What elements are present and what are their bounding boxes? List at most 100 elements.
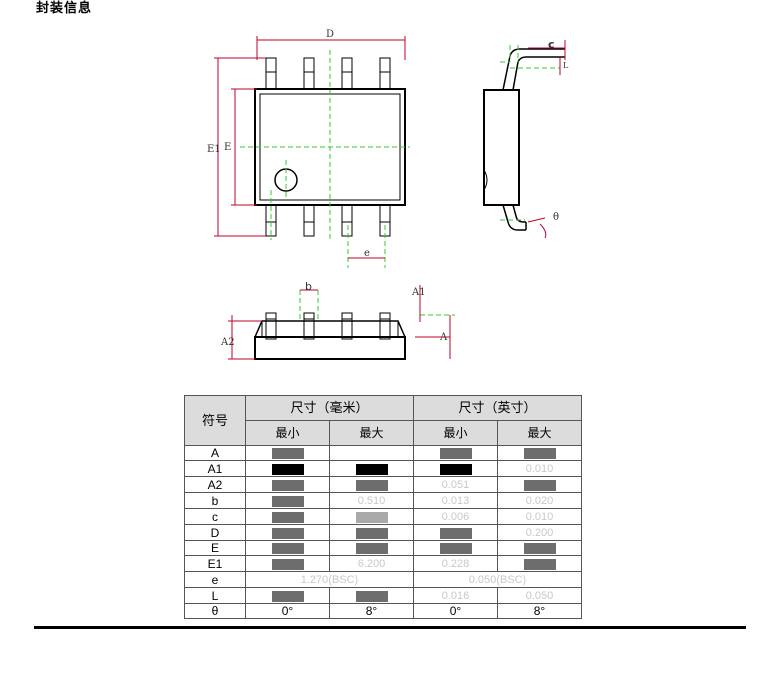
redacted-value xyxy=(355,527,388,539)
value-text: 8° xyxy=(533,604,546,618)
table-row: D 0.200 xyxy=(184,524,582,541)
value-cell xyxy=(245,555,330,572)
value-text: 0.051 xyxy=(441,479,470,491)
value-cell xyxy=(329,445,414,461)
symbol-cell: E xyxy=(184,540,246,556)
symbol-cell: L xyxy=(184,587,246,604)
value-text: 0.200 xyxy=(525,527,554,539)
value-text: 0.016 xyxy=(441,590,470,602)
value-cell: 0° xyxy=(245,603,330,619)
dim-L: L xyxy=(563,61,569,70)
value-cell xyxy=(245,524,330,541)
value-cell: 1.270(BSC) xyxy=(245,571,414,588)
symbol-cell: D xyxy=(184,524,246,541)
value-cell xyxy=(245,508,330,525)
table-row: E xyxy=(184,540,582,556)
value-cell: 6.200 xyxy=(329,555,414,572)
symbol-cell: e xyxy=(184,571,246,588)
value-cell xyxy=(497,540,582,556)
dim-b: b xyxy=(305,280,312,293)
dim-e: e xyxy=(364,248,370,259)
redacted-value xyxy=(523,479,556,491)
value-text: 8° xyxy=(365,604,378,618)
value-cell: 8° xyxy=(329,603,414,619)
value-cell xyxy=(329,540,414,556)
value-text: 0.020 xyxy=(525,495,554,507)
table-row: L 0.016 0.050 xyxy=(184,587,582,604)
value-cell xyxy=(497,555,582,572)
value-text: 0.050 xyxy=(525,590,554,602)
table-row: A xyxy=(184,445,582,461)
value-text: 6.200 xyxy=(357,558,386,570)
symbol-cell: A2 xyxy=(184,476,246,493)
table-row: A1 0.010 xyxy=(184,460,582,477)
dim-c: c xyxy=(548,38,555,51)
redacted-value xyxy=(439,543,472,555)
redacted-value xyxy=(355,479,388,491)
divider xyxy=(34,626,746,629)
redacted-value xyxy=(355,590,388,602)
value-cell xyxy=(329,524,414,541)
side-view-body xyxy=(483,89,520,206)
redacted-value xyxy=(271,558,304,570)
dim-theta: θ xyxy=(553,212,559,223)
value-cell: 0.510 xyxy=(329,492,414,509)
redacted-value xyxy=(355,543,388,555)
value-cell xyxy=(329,460,414,477)
value-cell xyxy=(413,524,498,541)
value-cell xyxy=(245,587,330,604)
value-cell xyxy=(497,476,582,493)
value-cell: 0.016 xyxy=(413,587,498,604)
value-cell: 0.020 xyxy=(497,492,582,509)
value-cell xyxy=(413,540,498,556)
value-cell xyxy=(245,476,330,493)
value-cell xyxy=(413,460,498,477)
value-cell: 0° xyxy=(413,603,498,619)
value-cell: 0.006 xyxy=(413,508,498,525)
value-text: 0.010 xyxy=(525,511,554,523)
value-cell: 0.051 xyxy=(413,476,498,493)
dim-A2: A2 xyxy=(220,337,235,348)
value-cell xyxy=(329,476,414,493)
symbol-cell: A1 xyxy=(184,460,246,477)
value-cell xyxy=(413,445,498,461)
mm-min-header: 最小 xyxy=(245,420,330,446)
value-text: 0.006 xyxy=(441,511,470,523)
value-text: 0.010 xyxy=(525,463,554,475)
value-cell xyxy=(329,508,414,525)
dim-A: A xyxy=(439,332,448,343)
value-cell: 0.010 xyxy=(497,508,582,525)
value-text: 0.013 xyxy=(441,495,470,507)
value-text: 0° xyxy=(449,604,462,618)
value-cell: 0.050 xyxy=(497,587,582,604)
table-row: b 0.510 0.013 0.020 xyxy=(184,492,582,509)
redacted-value xyxy=(271,527,304,539)
redacted-value xyxy=(271,543,304,555)
table-row: A2 0.051 xyxy=(184,476,582,493)
value-cell xyxy=(245,460,330,477)
symbol-cell: c xyxy=(184,508,246,525)
inch-header: 尺寸（英寸） xyxy=(413,395,582,421)
value-cell: 0.200 xyxy=(497,524,582,541)
value-cell xyxy=(329,587,414,604)
redacted-value xyxy=(355,463,388,475)
symbol-cell: b xyxy=(184,492,246,509)
redacted-value xyxy=(271,463,304,475)
redacted-value xyxy=(523,543,556,555)
inch-max-header: 最大 xyxy=(497,420,582,446)
section-title: 封装信息 xyxy=(36,1,93,16)
symbol-cell: θ xyxy=(184,603,246,619)
dim-E1: E1 xyxy=(207,144,221,155)
front-view-body xyxy=(254,336,406,360)
redacted-value xyxy=(439,527,472,539)
mm-max-header: 最大 xyxy=(329,420,414,446)
value-cell: 0.010 xyxy=(497,460,582,477)
mm-header: 尺寸（毫米） xyxy=(245,395,414,421)
redacted-value xyxy=(271,511,304,523)
value-cell xyxy=(245,540,330,556)
